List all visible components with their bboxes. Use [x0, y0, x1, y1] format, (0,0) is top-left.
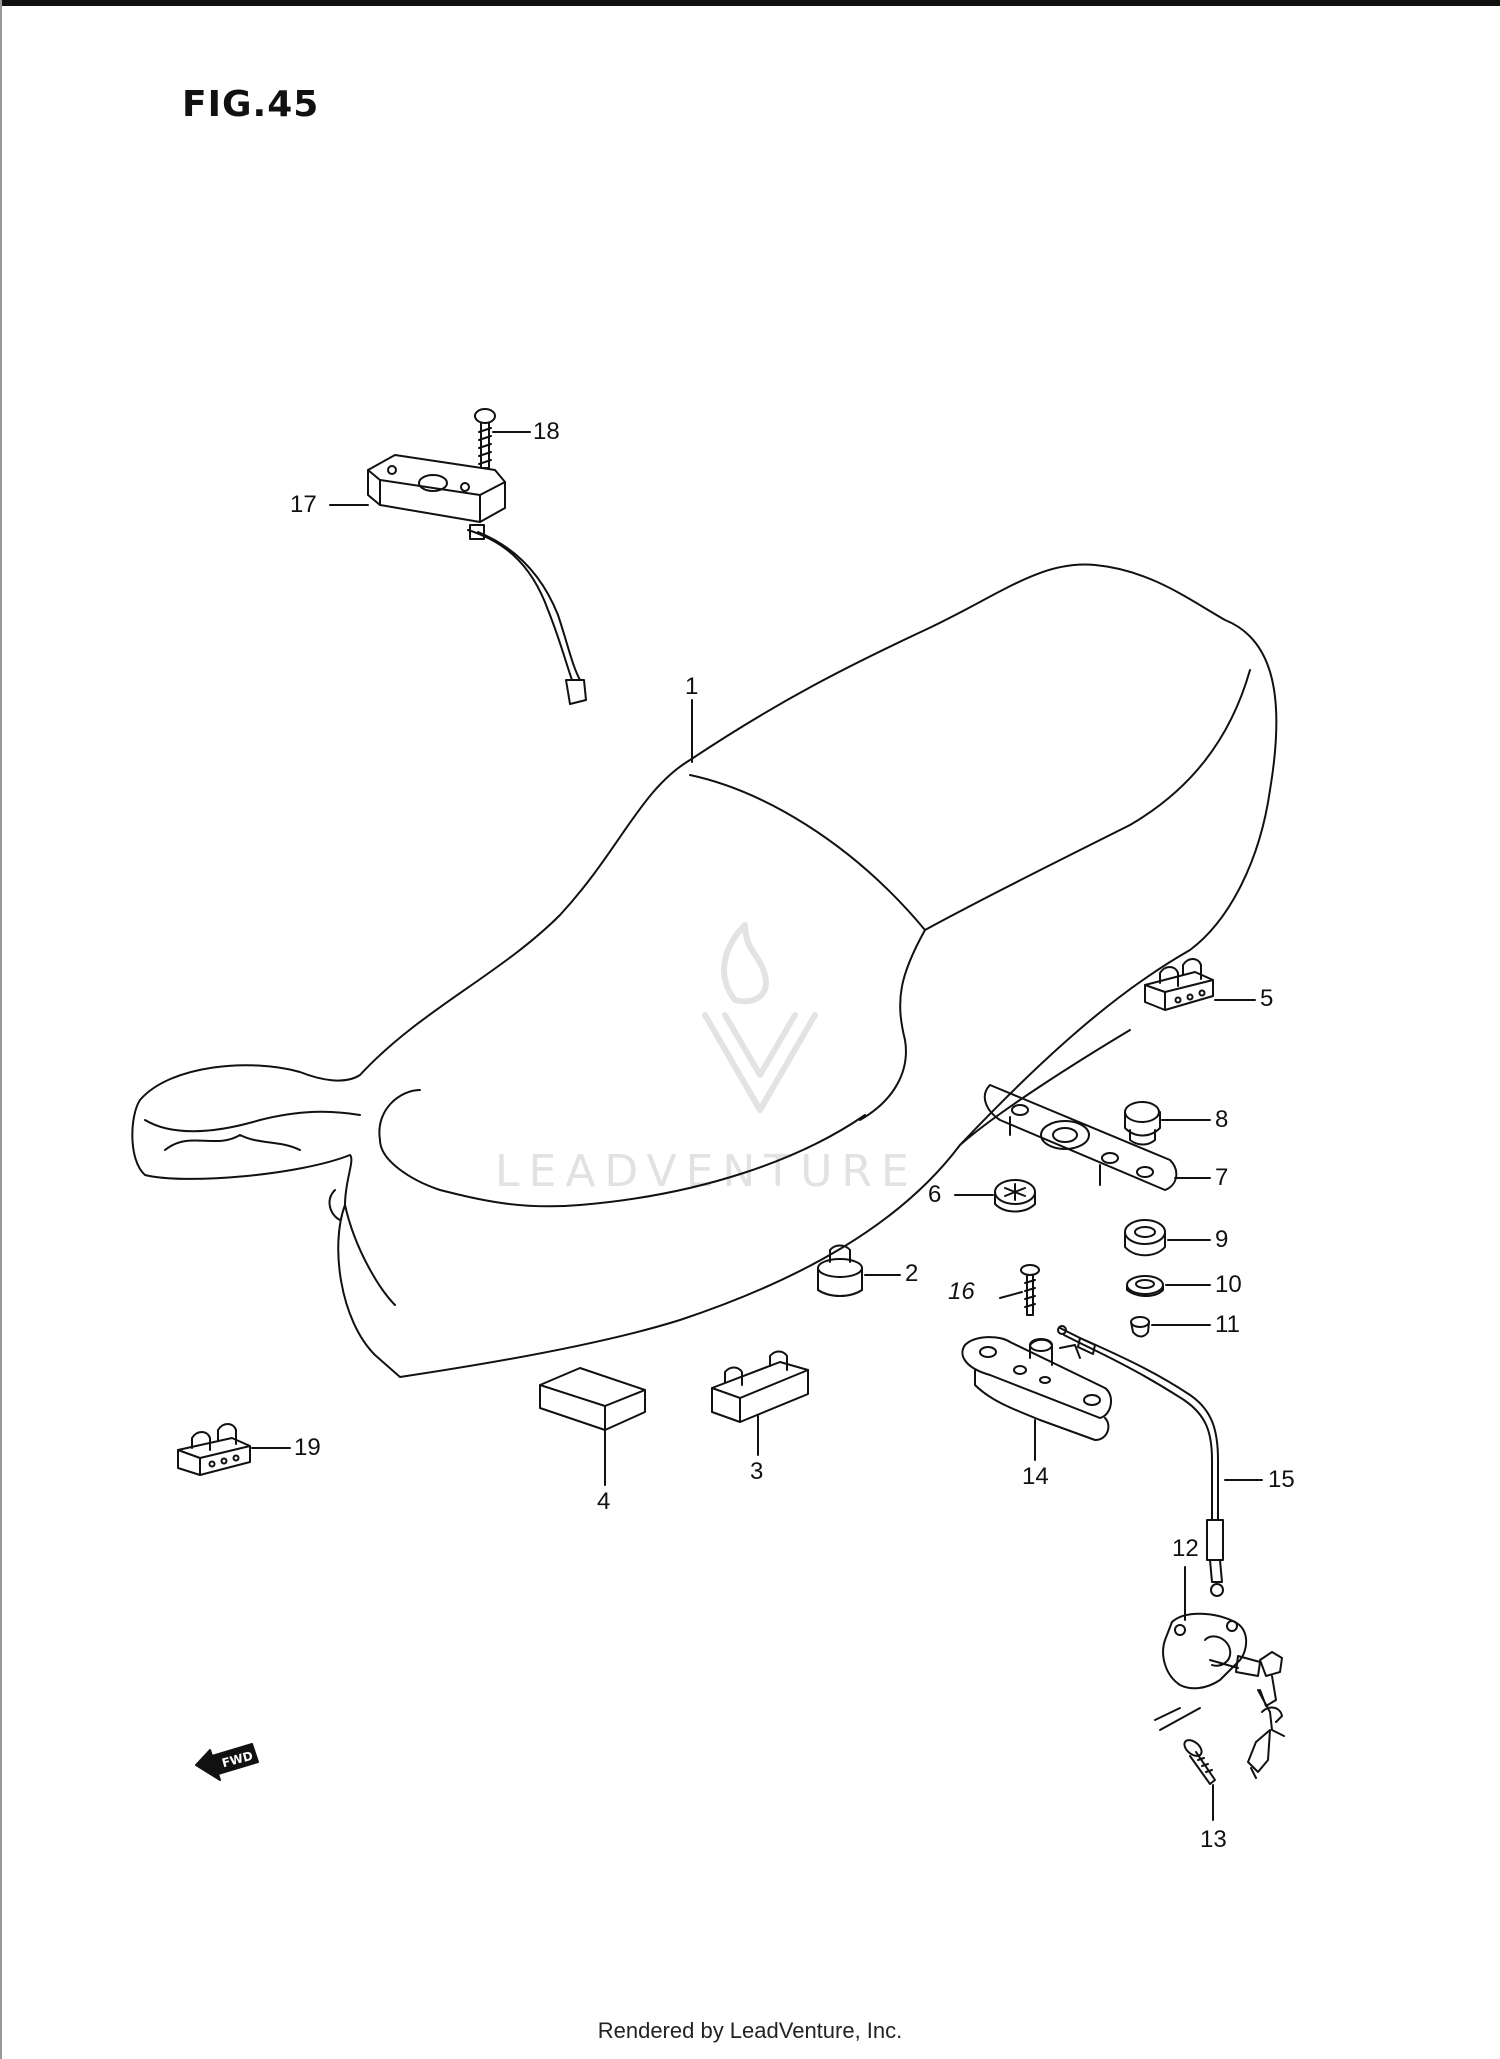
callout-16: 16	[948, 1278, 975, 1305]
top-border	[0, 0, 1500, 6]
part-6	[994, 1179, 1036, 1213]
callout-3: 3	[750, 1458, 764, 1485]
callout-8: 8	[1215, 1106, 1229, 1133]
part-10	[1126, 1275, 1164, 1297]
part-11	[1130, 1316, 1150, 1338]
callout-2: 2	[905, 1260, 919, 1287]
part-12	[1162, 1612, 1285, 1779]
part-18	[474, 408, 496, 469]
callout-17: 17	[290, 491, 317, 518]
callout-1: 1	[685, 673, 699, 700]
part-16	[1020, 1264, 1040, 1316]
part-9	[1124, 1219, 1166, 1257]
callout-12: 12	[1172, 1535, 1199, 1562]
callout-10: 10	[1215, 1271, 1242, 1298]
fwd-arrow-icon	[195, 1743, 259, 1781]
flame-v-logo-icon	[702, 922, 818, 1113]
part-2	[817, 1244, 863, 1297]
part-14	[961, 1336, 1112, 1441]
callout-15: 15	[1268, 1466, 1295, 1493]
footer-credit: Rendered by LeadVenture, Inc.	[597, 2018, 903, 2043]
callout-6: 6	[928, 1181, 942, 1208]
callout-18: 18	[533, 418, 560, 445]
callout-14: 14	[1022, 1463, 1049, 1490]
callout-5: 5	[1260, 985, 1274, 1012]
part-4	[539, 1367, 646, 1431]
part-15	[1057, 1325, 1224, 1597]
seat-part-1	[131, 563, 1278, 1378]
callout-13: 13	[1200, 1826, 1227, 1853]
pointer-lines-13	[1154, 1707, 1201, 1731]
figure-title: FIG.45	[182, 84, 320, 125]
callout-11: 11	[1215, 1311, 1240, 1338]
left-border	[0, 0, 2, 2059]
part-17	[367, 454, 587, 705]
part-8	[1124, 1101, 1161, 1146]
part-19	[177, 1423, 251, 1476]
part-5	[1144, 958, 1214, 1011]
callout-7: 7	[1215, 1164, 1229, 1191]
part-13	[1183, 1739, 1216, 1785]
part-7	[983, 1084, 1178, 1191]
callout-4: 4	[597, 1488, 611, 1515]
callout-9: 9	[1215, 1226, 1229, 1253]
part-3	[711, 1350, 809, 1423]
leader-line-16	[999, 1291, 1023, 1299]
callout-19: 19	[294, 1434, 321, 1461]
watermark-text: LEADVENTURE	[495, 1146, 918, 1197]
